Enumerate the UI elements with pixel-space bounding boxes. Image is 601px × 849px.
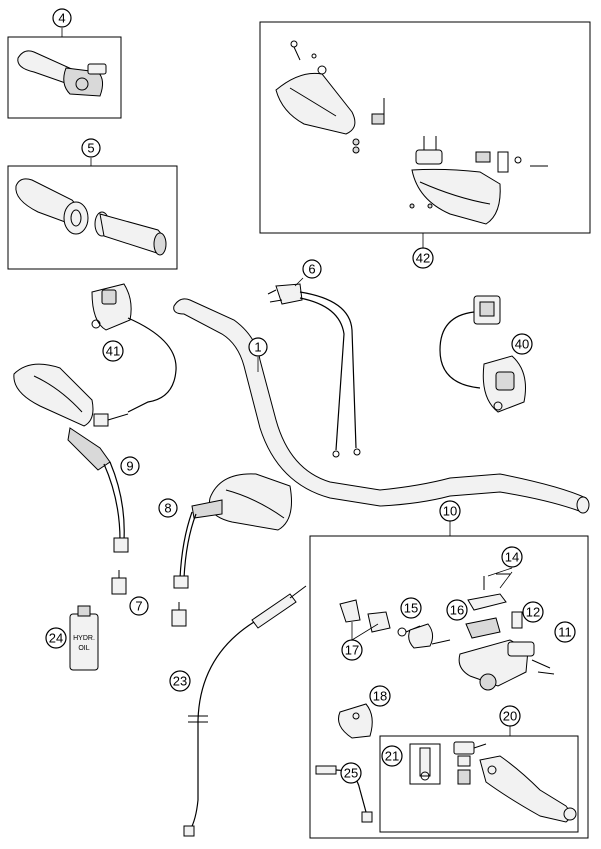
callout-18-label: 18 xyxy=(373,689,387,704)
callout-9: 9 xyxy=(120,456,140,476)
part-41-left-switch xyxy=(91,283,177,427)
part-18-clamp xyxy=(338,703,373,739)
part-21-pivot-bolt xyxy=(409,743,441,785)
callout-25-label: 25 xyxy=(344,766,358,781)
callout-21: 21 xyxy=(381,745,403,767)
callout-14: 14 xyxy=(501,546,523,568)
callout-16: 16 xyxy=(446,599,468,621)
bottle-label-line2: OIL xyxy=(78,645,89,652)
callout-5-label: 5 xyxy=(87,141,94,156)
callout-10-label: 10 xyxy=(443,504,457,519)
group-20-lever xyxy=(379,726,579,833)
master-cylinder-body xyxy=(458,639,555,691)
callout-1-label: 1 xyxy=(254,340,261,355)
part-16-reservoir-cap xyxy=(465,593,507,639)
callout-6: 6 xyxy=(302,259,322,279)
bottle-label-line1: HYDR. xyxy=(73,635,95,642)
part-1-handlebar xyxy=(173,298,590,514)
callout-8: 8 xyxy=(158,498,178,518)
callout-25: 25 xyxy=(340,762,362,784)
callout-23: 23 xyxy=(169,670,191,692)
part-15-seal xyxy=(408,623,451,649)
callout-6-label: 6 xyxy=(308,262,315,277)
callout-8-label: 8 xyxy=(164,501,171,516)
part-14-screws xyxy=(483,567,513,590)
callout-15: 15 xyxy=(400,597,422,619)
callout-18: 18 xyxy=(369,685,391,707)
callout-12-label: 12 xyxy=(526,605,540,620)
callout-4: 4 xyxy=(52,8,72,28)
callout-41: 41 xyxy=(102,340,124,362)
callout-41-label: 41 xyxy=(106,344,120,359)
callout-7-label: 7 xyxy=(135,599,142,614)
hand-guard-left-part xyxy=(275,40,385,154)
part-40-right-switch xyxy=(439,295,526,413)
callout-14-label: 14 xyxy=(505,550,519,565)
callout-24-label: 24 xyxy=(49,631,63,646)
part-9-left-mirror xyxy=(13,363,129,553)
part-24-hydraulic-oil: HYDR. OIL xyxy=(69,605,99,671)
callout-15-label: 15 xyxy=(404,601,418,616)
group-5-grip-set xyxy=(7,158,178,270)
callout-42-label: 42 xyxy=(416,251,430,266)
callout-4-label: 4 xyxy=(58,11,65,26)
group-42-hand-guards xyxy=(259,21,591,248)
callout-16-label: 16 xyxy=(450,603,464,618)
throttle-grip-part xyxy=(17,50,107,97)
callout-40: 40 xyxy=(511,333,533,355)
part-23-line xyxy=(183,585,307,837)
callout-20: 20 xyxy=(499,705,521,727)
group-10-master-cylinder xyxy=(309,521,589,839)
hand-guard-right-part xyxy=(409,136,548,225)
part-6-throttle-cables xyxy=(267,277,361,458)
callout-10: 10 xyxy=(439,500,461,522)
callout-11-label: 11 xyxy=(558,625,572,640)
callout-21-label: 21 xyxy=(385,749,399,764)
part-17-piston-set xyxy=(339,599,421,641)
lever-part xyxy=(453,741,577,823)
part-8-right-mirror xyxy=(173,473,292,589)
grip-left-part xyxy=(15,178,89,235)
callout-9-label: 9 xyxy=(126,459,133,474)
grip-right-part xyxy=(94,211,167,256)
callout-5: 5 xyxy=(81,138,101,158)
callout-23-label: 23 xyxy=(173,674,187,689)
callout-42: 42 xyxy=(412,247,434,269)
part-7-mirror-nuts xyxy=(111,570,187,627)
group-4-throttle-grip xyxy=(7,28,122,119)
callout-7: 7 xyxy=(129,596,149,616)
callout-17-label: 17 xyxy=(345,643,359,658)
callout-12: 12 xyxy=(522,601,544,623)
callout-40-label: 40 xyxy=(515,337,529,352)
part-12-pin xyxy=(511,611,523,629)
callout-17: 17 xyxy=(341,639,363,661)
callout-1: 1 xyxy=(248,337,268,357)
callout-20-label: 20 xyxy=(503,709,517,724)
callout-24: 24 xyxy=(45,627,67,649)
callout-11: 11 xyxy=(554,621,576,643)
